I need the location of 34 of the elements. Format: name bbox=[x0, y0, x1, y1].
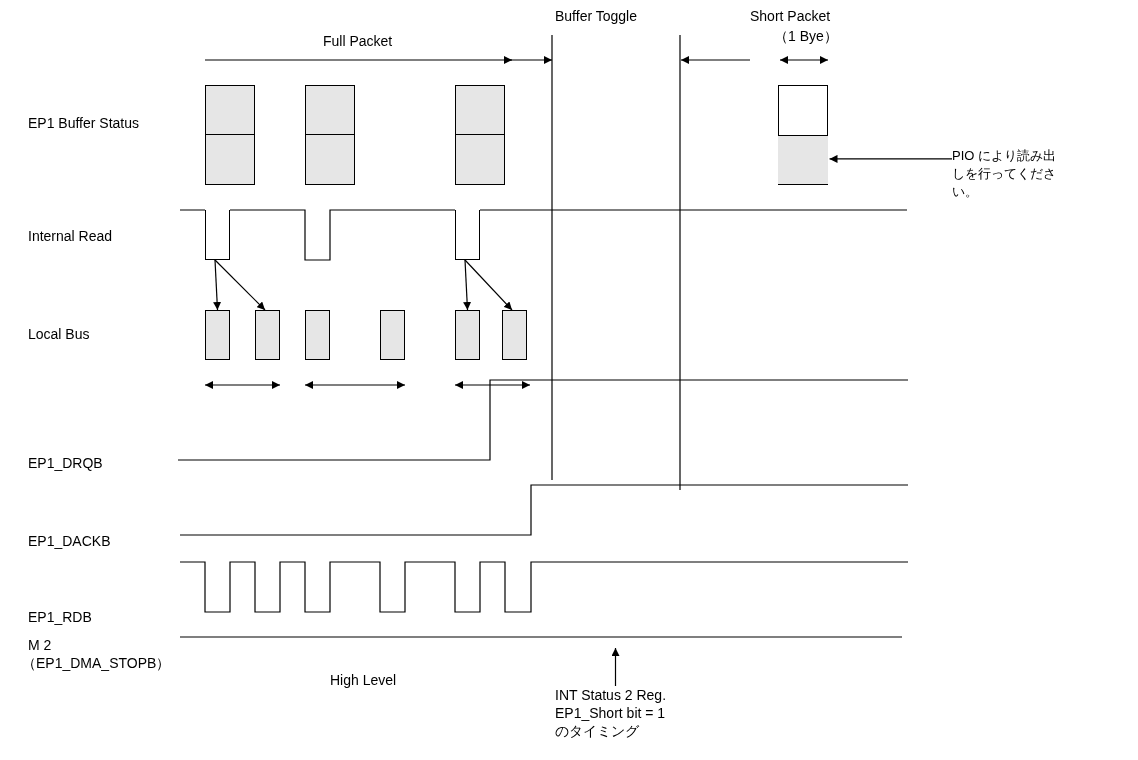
signal-name: Internal Read bbox=[28, 228, 113, 244]
caption-text: Short Packet bbox=[750, 8, 831, 24]
annotation-text: INT Status 2 Reg. EP1_Short bit = 1 のタイミング bbox=[555, 686, 667, 740]
leader-line bbox=[463, 259, 472, 311]
leader-line bbox=[214, 259, 266, 311]
data-block bbox=[502, 310, 527, 360]
caption-text: Full Packet bbox=[323, 33, 393, 49]
caption-text: （1 Bye） bbox=[774, 28, 838, 46]
annotation-text: PIO により読み出しを行ってください。 bbox=[952, 147, 1057, 201]
data-block bbox=[255, 310, 280, 360]
buffer-block bbox=[205, 85, 255, 185]
leader-line bbox=[213, 259, 222, 311]
data-block bbox=[305, 310, 330, 360]
data-block bbox=[380, 310, 405, 360]
read-pulse bbox=[205, 210, 230, 260]
data-block bbox=[205, 310, 230, 360]
signal-name: （EP1_DMA_STOPB） bbox=[22, 655, 171, 673]
signal-name: EP1 Buffer Status bbox=[28, 115, 140, 131]
signal-name: EP1_DACKB bbox=[28, 533, 111, 549]
leader-line bbox=[611, 647, 620, 687]
data-block bbox=[455, 310, 480, 360]
caption-text: Buffer Toggle bbox=[555, 8, 637, 24]
signal-name: EP1_DRQB bbox=[28, 455, 103, 471]
signal-name: M 2 bbox=[28, 637, 52, 653]
level-note: High Level bbox=[330, 672, 397, 688]
filled-buffer-half bbox=[778, 135, 828, 184]
leader-line bbox=[828, 154, 953, 163]
signal-name: EP1_RDB bbox=[28, 609, 92, 625]
leader-line bbox=[464, 259, 513, 311]
read-pulse bbox=[455, 210, 480, 260]
buffer-block bbox=[455, 85, 505, 185]
buffer-block bbox=[305, 85, 355, 185]
signal-name: Local Bus bbox=[28, 326, 90, 342]
buffer-block bbox=[778, 85, 828, 185]
